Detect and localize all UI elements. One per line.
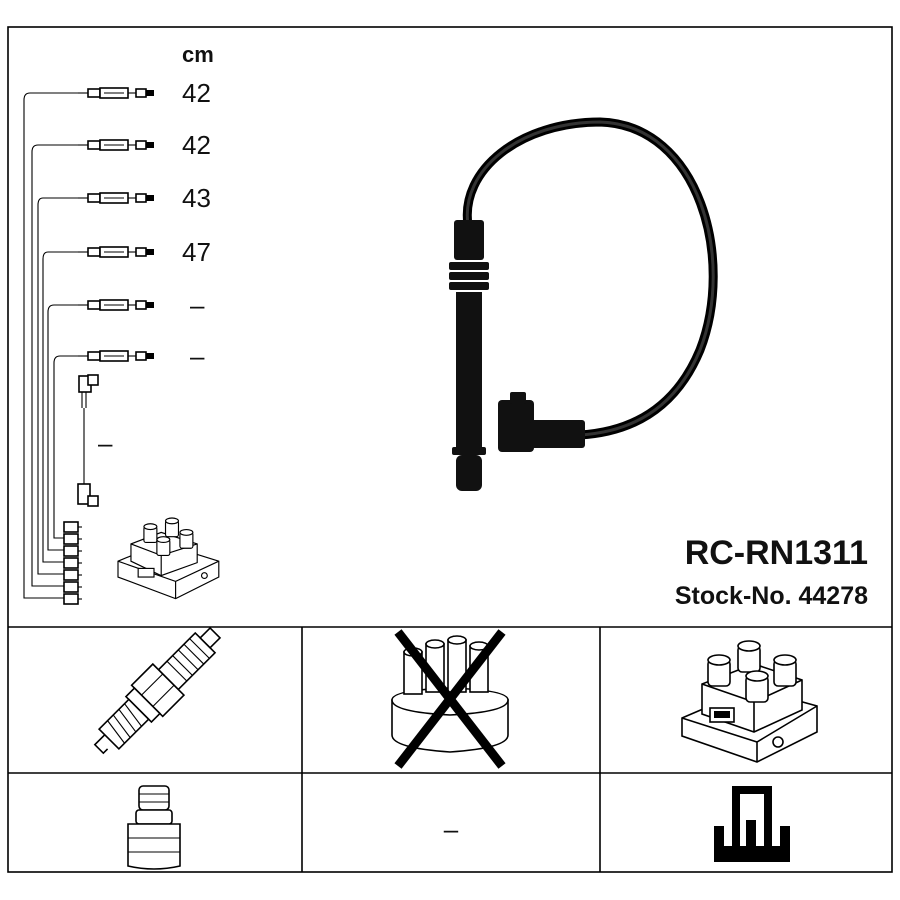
stock-number: Stock-No. 44278 (675, 582, 868, 610)
cable-connector-row (78, 299, 154, 311)
ignition-cable-icon (449, 117, 718, 491)
cable-length-4: 47 (182, 237, 211, 267)
part-number: RC-RN1311 (685, 534, 868, 572)
cable-length-3: 43 (182, 183, 211, 213)
cable-connector-row (78, 350, 154, 362)
cable-length-2: 42 (182, 130, 211, 160)
cable-connector-row (78, 87, 154, 99)
cable-length-6: – (190, 341, 205, 371)
terminal-type-icon (714, 786, 790, 862)
unit-label: cm (182, 42, 214, 67)
frame (7, 26, 893, 873)
extra-cable-drawing (77, 374, 99, 507)
distributor-cap-crossed-icon (391, 629, 509, 769)
terminal-stack (63, 521, 82, 605)
ignition-coil-icon (117, 517, 220, 600)
cable-connector-row (78, 192, 154, 204)
bottom-middle-value: – (444, 814, 459, 844)
spark-plug-boot-icon (127, 785, 181, 870)
ignition-coil-icon-large (681, 640, 818, 763)
cable-connector-row (78, 246, 154, 258)
cable-length-5: – (190, 290, 205, 320)
spark-plug-icon (93, 626, 222, 755)
cable-set-schematic (23, 87, 154, 605)
cable-length-1: 42 (182, 78, 211, 108)
extra-cable-length: – (98, 428, 113, 458)
cable-connector-row (78, 139, 154, 151)
